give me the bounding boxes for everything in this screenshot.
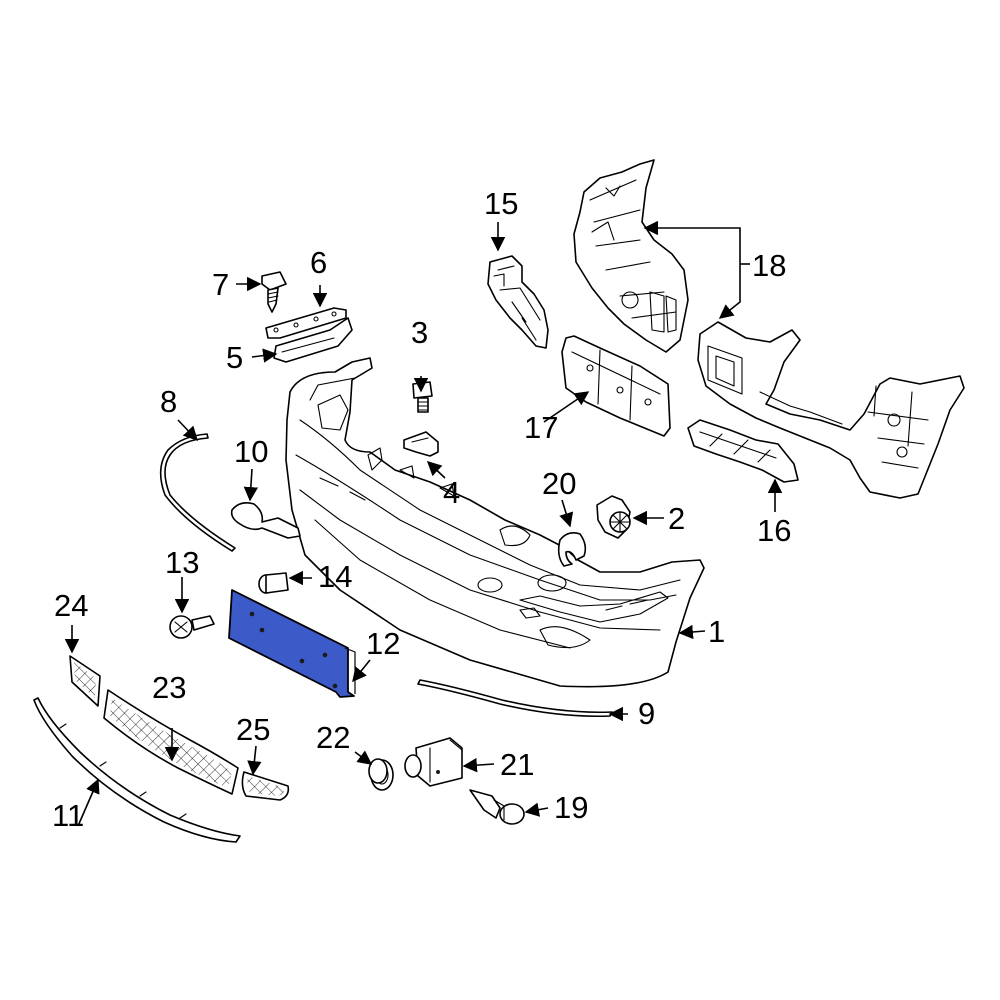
callout-18: 18 bbox=[752, 248, 786, 283]
callout-13: 13 bbox=[165, 545, 199, 580]
part-20-hook[interactable] bbox=[557, 532, 587, 567]
part-13-screw[interactable] bbox=[169, 615, 215, 639]
callout-5: 5 bbox=[226, 340, 243, 375]
callout-11: 11 bbox=[52, 798, 84, 833]
callout-14: 14 bbox=[318, 559, 352, 594]
callout-23: 23 bbox=[152, 670, 186, 705]
callout-numbers: 1 2 3 4 5 6 7 8 9 10 11 12 13 14 15 16 1… bbox=[52, 186, 791, 833]
callout-24: 24 bbox=[54, 588, 88, 623]
callout-9: 9 bbox=[638, 696, 655, 731]
part-19-sensor[interactable] bbox=[469, 789, 525, 825]
callout-10: 10 bbox=[234, 434, 268, 469]
part-11-lower-trim[interactable] bbox=[33, 697, 241, 843]
part-4-clip[interactable] bbox=[403, 431, 439, 457]
callout-22: 22 bbox=[316, 720, 350, 755]
part-25-right-grille[interactable] bbox=[241, 771, 290, 801]
callout-4: 4 bbox=[443, 475, 460, 510]
callout-20: 20 bbox=[542, 466, 576, 501]
callout-16: 16 bbox=[757, 513, 791, 548]
part-6-upper-bracket[interactable] bbox=[265, 307, 347, 339]
part-1-bumper-cover[interactable] bbox=[285, 357, 705, 688]
part-10-tow-hook-cover[interactable] bbox=[230, 502, 301, 539]
callout-8: 8 bbox=[160, 384, 177, 419]
part-14-plug[interactable] bbox=[258, 572, 289, 594]
callout-6: 6 bbox=[310, 245, 327, 280]
callout-15: 15 bbox=[484, 186, 518, 221]
part-18-upper-mount-bracket[interactable] bbox=[573, 159, 689, 353]
callout-19: 19 bbox=[554, 790, 588, 825]
callout-12: 12 bbox=[366, 626, 400, 661]
callout-3: 3 bbox=[411, 315, 428, 350]
part-17-energy-absorber[interactable] bbox=[561, 335, 671, 437]
part-21-sensor-housing[interactable] bbox=[404, 737, 463, 787]
callout-17: 17 bbox=[524, 410, 558, 445]
part-7-screw[interactable] bbox=[261, 271, 287, 313]
part-3-bolt[interactable] bbox=[412, 381, 433, 413]
part-12-license-plate-bracket[interactable] bbox=[228, 589, 356, 698]
callout-1: 1 bbox=[708, 614, 725, 649]
callout-25: 25 bbox=[236, 712, 270, 747]
leader-lines bbox=[64, 220, 783, 827]
part-8-trim-strip[interactable] bbox=[159, 433, 236, 552]
part-24-left-grille[interactable] bbox=[69, 655, 101, 707]
part-15-bracket[interactable] bbox=[487, 255, 549, 349]
part-23-center-grille[interactable] bbox=[103, 689, 239, 795]
part-2-fastener[interactable] bbox=[596, 495, 631, 539]
part-22-grommet[interactable] bbox=[368, 758, 394, 791]
callout-21: 21 bbox=[500, 747, 534, 782]
callout-2: 2 bbox=[668, 501, 685, 536]
callout-7: 7 bbox=[212, 267, 229, 302]
part-16-side-bracket[interactable] bbox=[687, 419, 799, 483]
part-18-lower-mount-bracket[interactable] bbox=[697, 321, 965, 499]
